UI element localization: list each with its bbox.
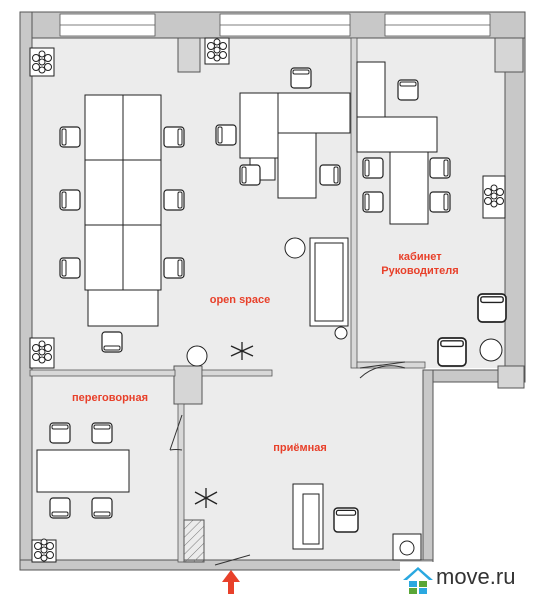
label-cabinet-line2: Руководителя	[381, 265, 459, 277]
logo-text: move.ru	[436, 564, 516, 589]
cabinet-furniture	[356, 61, 503, 362]
fan-icons	[194, 342, 254, 508]
interior-walls	[29, 37, 426, 563]
move-ru-logo: move.ru	[400, 562, 548, 596]
reception-furniture	[292, 483, 422, 561]
doors	[169, 361, 406, 566]
meeting-furniture	[36, 449, 130, 493]
open-space-desks	[84, 92, 351, 327]
entrance-arrow-icon	[222, 570, 240, 594]
windows	[59, 13, 491, 37]
label-cabinet-line1: кабинет	[398, 251, 442, 263]
columns	[173, 37, 525, 405]
label-meeting-room: переговорная	[72, 392, 148, 404]
plant-icons	[29, 37, 506, 563]
label-cabinet: кабинет Руководителя	[380, 250, 460, 278]
open-space-furniture	[186, 237, 349, 367]
house-logo-icon	[403, 567, 433, 594]
reception-chairs	[333, 507, 359, 533]
label-open-space: open space	[209, 294, 271, 306]
label-reception: приёмная	[273, 442, 327, 454]
